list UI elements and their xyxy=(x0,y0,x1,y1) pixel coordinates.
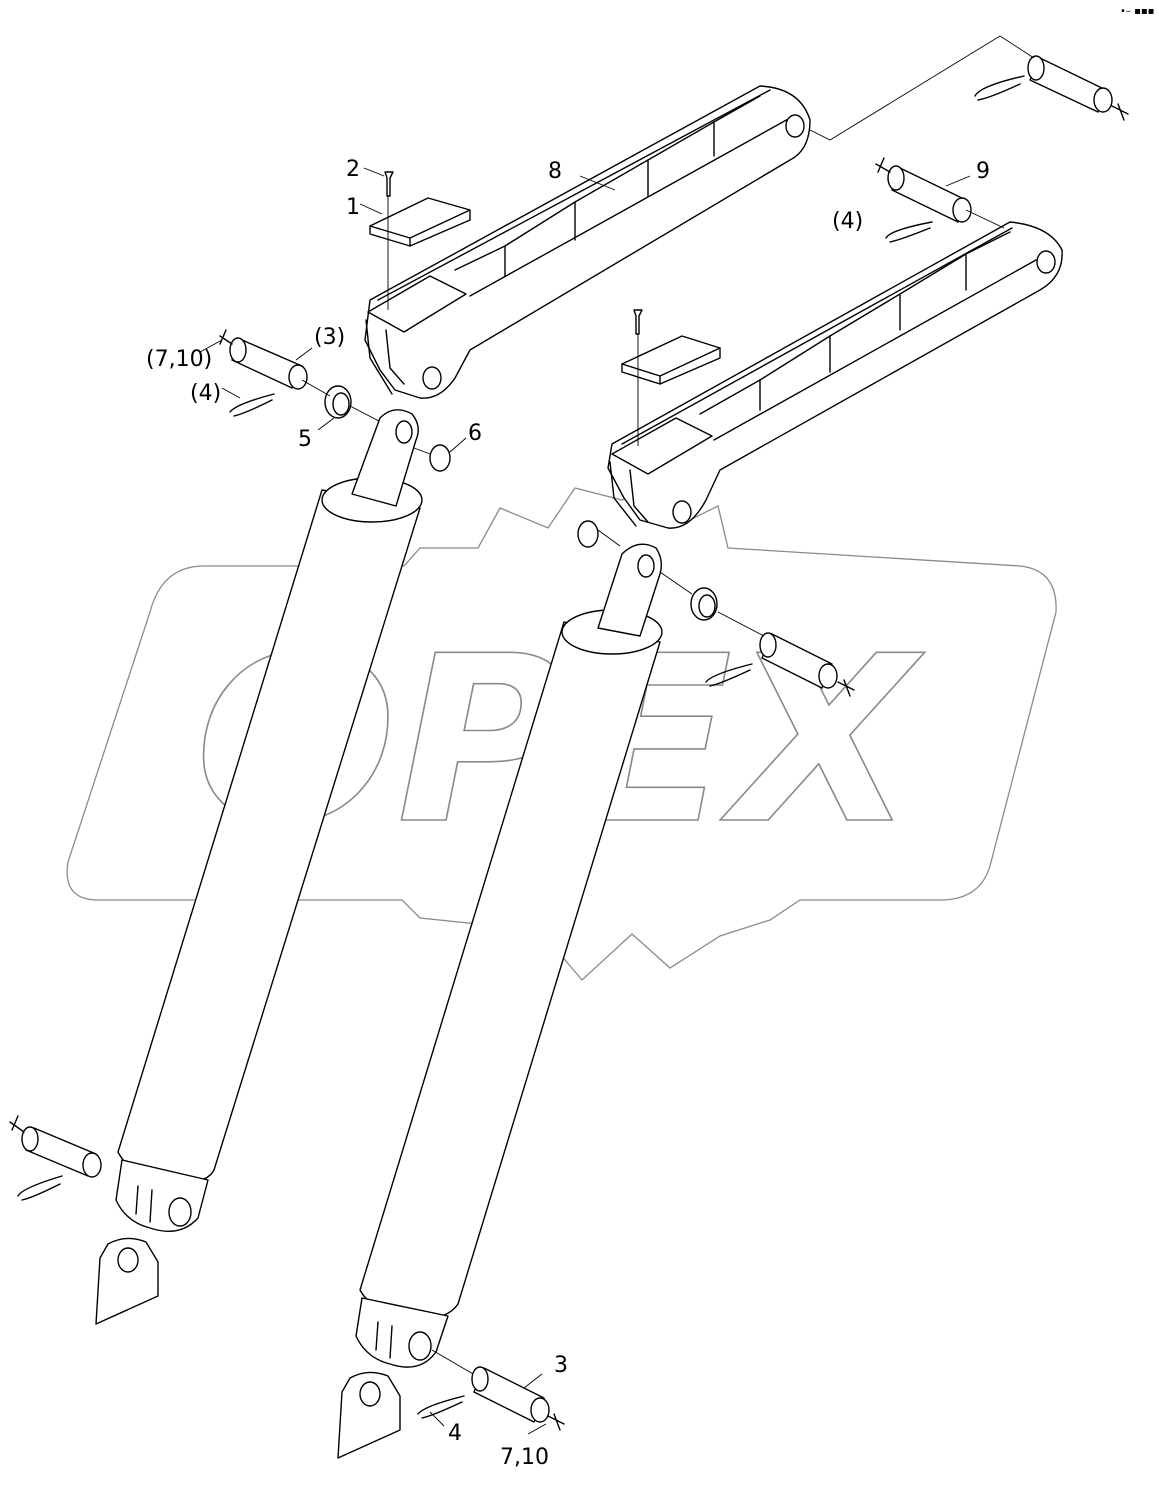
callout-9: 9 xyxy=(976,159,990,184)
right-loader-arm xyxy=(607,221,1063,529)
callout-7-10-upper: (7,10) xyxy=(146,347,212,372)
top-right-pin xyxy=(809,35,1129,141)
callout-3-upper: (3) xyxy=(314,325,345,350)
left-hydraulic-cylinder xyxy=(115,409,423,1232)
left-arm-heel-bore xyxy=(422,366,442,390)
left-arm-tip-bore xyxy=(785,114,805,138)
anchor-lug-left xyxy=(95,1237,159,1325)
pin-lower-right xyxy=(337,1349,565,1459)
bushing-5 xyxy=(324,385,352,419)
wear-plate-assembly-right xyxy=(621,309,721,446)
callout-4-right: (4) xyxy=(832,209,863,234)
pin-3-upper-left xyxy=(199,329,467,472)
pin-lower-left xyxy=(9,1115,159,1325)
pin-right-rod xyxy=(597,529,855,697)
callout-2: 2 xyxy=(346,157,360,182)
wear-plate-assembly-left xyxy=(359,167,471,310)
right-hydraulic-cylinder xyxy=(355,520,663,1368)
pin-9 xyxy=(875,157,1005,243)
anchor-lug-right xyxy=(337,1371,401,1459)
left-arm-bracket xyxy=(367,275,467,333)
right-arm-heel-bore xyxy=(672,500,692,524)
callout-4-lower: 4 xyxy=(448,1421,462,1446)
corner-mark: •– ▪▪▪ xyxy=(1120,6,1154,17)
callout-1: 1 xyxy=(346,195,360,220)
callout-7-10-lower: 7,10 xyxy=(500,1445,549,1470)
callout-labels: 1 2 8 9 (4) (7,10) (3) (4) 5 6 3 4 7,10 … xyxy=(146,6,1154,1470)
left-arm-body xyxy=(364,85,811,399)
right-arm-body xyxy=(607,221,1063,529)
callout-5: 5 xyxy=(298,427,312,452)
callout-6: 6 xyxy=(468,421,482,446)
callout-4-left: (4) xyxy=(190,381,221,406)
callout-3-lower: 3 xyxy=(554,1353,568,1378)
callout-8: 8 xyxy=(548,159,562,184)
wear-plate xyxy=(369,197,471,247)
right-arm-tip-bore xyxy=(1036,250,1056,274)
countersunk-bolt xyxy=(384,171,394,197)
watermark-gear-outline xyxy=(66,485,1057,981)
left-loader-arm xyxy=(364,85,811,399)
ring-6 xyxy=(429,444,451,472)
